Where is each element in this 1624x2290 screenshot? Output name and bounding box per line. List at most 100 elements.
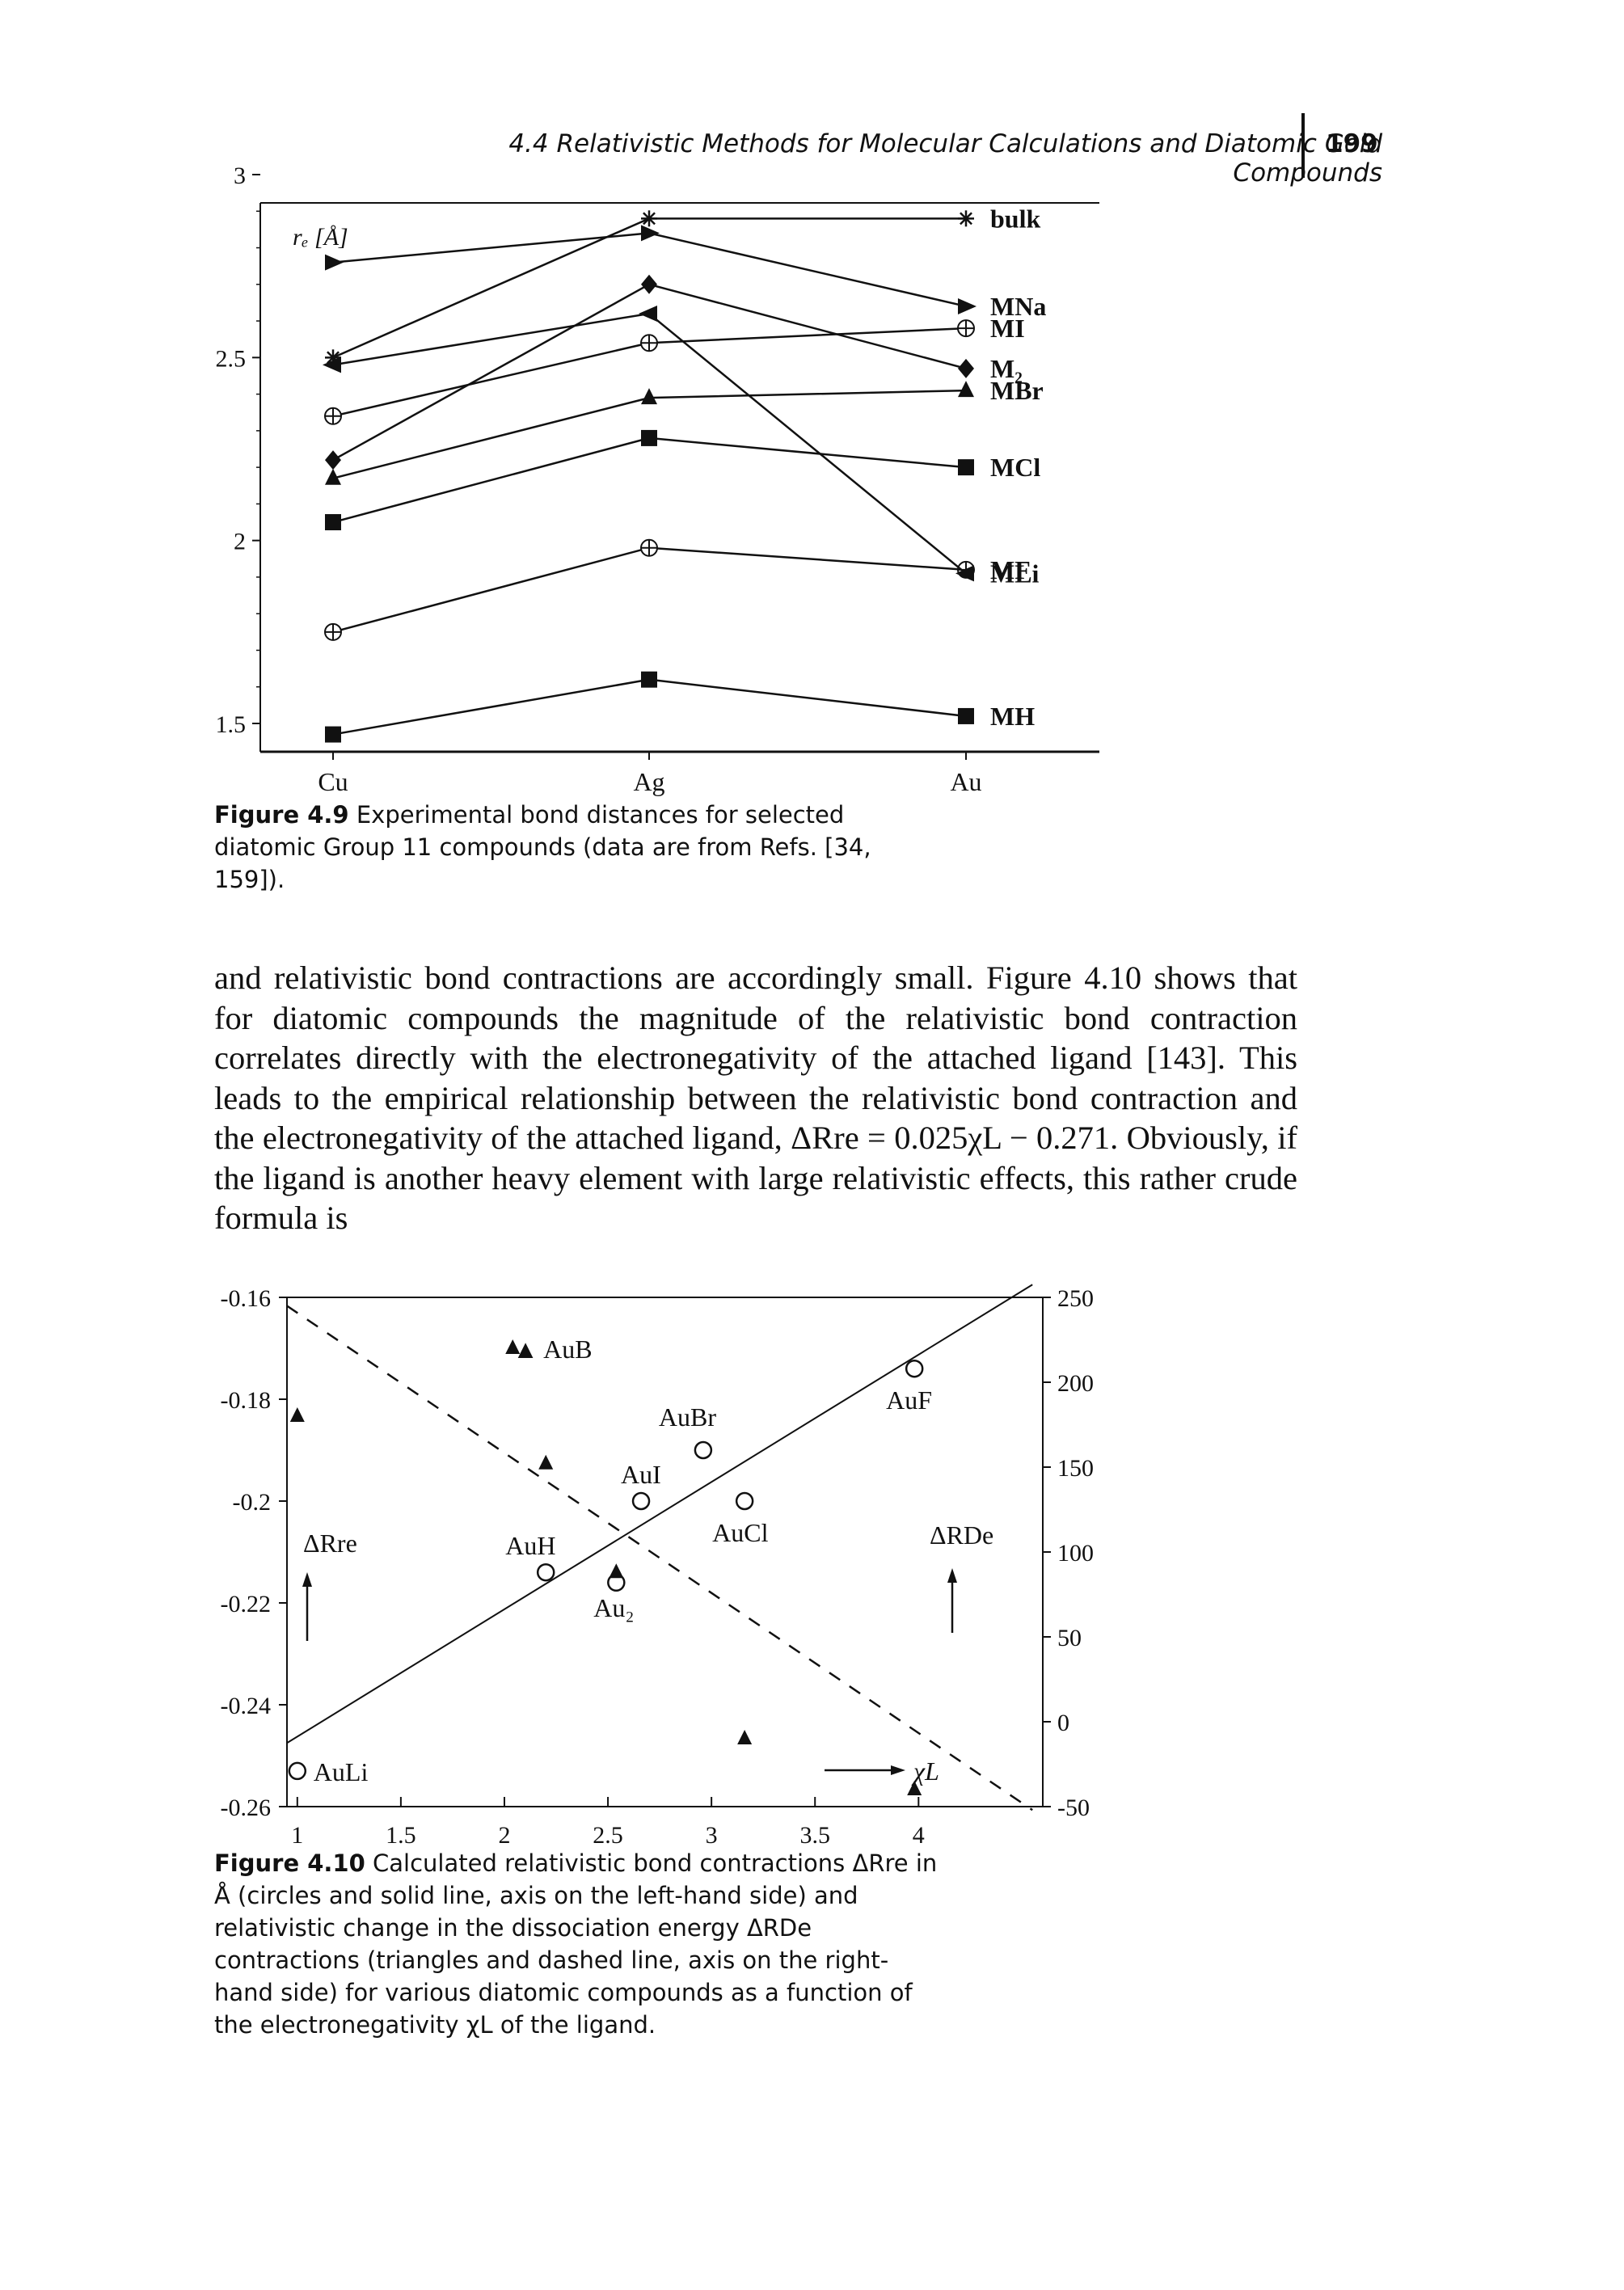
- label-auh: AuH: [505, 1531, 555, 1560]
- dissociation-energy-point-4: [737, 1730, 753, 1744]
- series-point: [958, 210, 974, 227]
- label-aubr: AuBr: [659, 1402, 716, 1432]
- dissociation-energy-point-2: [538, 1454, 554, 1470]
- x-tick-label: 3: [706, 1822, 718, 1849]
- figure-4-9-caption-text: Experimental bond distances for selected…: [214, 801, 871, 893]
- right-y-tick-label: 200: [1057, 1370, 1094, 1397]
- figure-4-10-chart: -0.26-0.24-0.22-0.2-0.18-0.16-5005010015…: [221, 1284, 1094, 1849]
- figure-4-10-caption: Figure 4.10 Calculated relativistic bond…: [214, 1847, 942, 2041]
- figure-4-10-series: [286, 1284, 1033, 1811]
- series-point: [958, 297, 977, 314]
- series-line-MF: [332, 546, 967, 634]
- x-tick-label: 3.5: [799, 1822, 830, 1849]
- series-point: [640, 538, 658, 557]
- bond-contraction-point-AuI: [631, 1491, 651, 1511]
- series-point: [641, 429, 657, 446]
- series-point: [958, 358, 974, 378]
- bond-contraction-point-AuF: [905, 1359, 924, 1378]
- right-y-tick-label: 100: [1057, 1540, 1094, 1567]
- figure-4-9-caption: Figure 4.9 Experimental bond distances f…: [214, 799, 926, 896]
- right-y-tick-label: 50: [1057, 1625, 1082, 1651]
- series-point: [641, 388, 657, 405]
- left-y-tick-label: -0.22: [221, 1591, 272, 1617]
- series-point: [641, 225, 660, 242]
- bond-contraction-point-AuH: [536, 1563, 555, 1582]
- series-point: [641, 274, 657, 294]
- series-point: [639, 306, 657, 323]
- legend-label-MBr: MBr: [990, 376, 1044, 405]
- page-number: 199: [1326, 129, 1378, 158]
- label-auf: AuF: [886, 1385, 932, 1415]
- dissociation-energy-point-1: [289, 1407, 305, 1422]
- dissociation-energy-fit-line: [286, 1305, 1033, 1811]
- right-y-tick-label: 0: [1057, 1710, 1069, 1736]
- x-axis-label: χL: [911, 1757, 939, 1786]
- right-y-tick-label: 250: [1057, 1285, 1094, 1312]
- series-point: [958, 707, 974, 724]
- body-paragraph: and relativistic bond contractions are a…: [214, 959, 1297, 1236]
- left-y-tick-label: -0.18: [221, 1387, 272, 1414]
- legend-label-bulk: bulk: [990, 204, 1040, 233]
- x-tick-label: 4: [913, 1822, 925, 1849]
- figure-4-9-axes: 1.5 2 2.5 3Cu Ag Au: [216, 162, 1099, 796]
- right-axis-arrowhead: [947, 1568, 957, 1583]
- label-aui: AuI: [621, 1460, 661, 1489]
- figure-4-10-caption-label: Figure 4.10: [214, 1849, 365, 1877]
- series-point: [958, 459, 974, 476]
- label-aucl: AuCl: [712, 1518, 768, 1547]
- y-tick-label: 1.5: [216, 711, 247, 738]
- legend-label-M₂: M₂: [990, 354, 1023, 383]
- series-point: [955, 565, 974, 582]
- series-point: [325, 254, 344, 271]
- bond-contraction-point-AuLi: [288, 1761, 307, 1781]
- series-point: [323, 356, 341, 373]
- x-tick-label: 2: [498, 1822, 510, 1849]
- dissociation-energy-point-3: [609, 1563, 624, 1579]
- x-tick-label: 2.5: [593, 1822, 623, 1849]
- series-point: [324, 622, 342, 641]
- y-tick-label: 2.5: [216, 345, 247, 372]
- legend-label-MH: MH: [990, 702, 1035, 731]
- right-y-tick-label: 150: [1057, 1455, 1094, 1482]
- y-tick-label: 2: [234, 529, 246, 555]
- x-tick-label-cu: Cu: [318, 767, 348, 796]
- left-y-tick-label: -0.16: [221, 1285, 272, 1312]
- label-aub: ▲ AuB: [513, 1335, 592, 1364]
- figure-4-9-series: [323, 210, 977, 743]
- label-au2: Au₂: [593, 1593, 634, 1622]
- bond-contraction-point-AuBr: [694, 1440, 713, 1460]
- right-axis-label: ΔRDe: [930, 1520, 993, 1550]
- bond-contraction-fit-line: [286, 1284, 1033, 1744]
- y-tick-label: 3: [234, 162, 246, 189]
- left-y-tick-label: -0.26: [221, 1794, 272, 1821]
- legend-label-MCl: MCl: [990, 453, 1040, 482]
- dissociation-energy-point-5: [907, 1781, 922, 1795]
- series-point: [324, 407, 342, 425]
- series-point: [325, 514, 341, 531]
- figure-4-9-caption-label: Figure 4.9: [214, 801, 349, 829]
- series-line-MNa: [332, 232, 967, 308]
- x-tick-label-ag: Ag: [633, 767, 664, 796]
- series-point: [641, 671, 657, 688]
- plot-frame: [286, 1297, 1044, 1807]
- x-tick-label: 1.5: [386, 1822, 415, 1849]
- series-point: [957, 319, 975, 338]
- series-point: [641, 210, 657, 227]
- series-point: [640, 334, 658, 352]
- series-line-MCl: [332, 436, 967, 524]
- figure-4-10-caption-text: Calculated relativistic bond contraction…: [214, 1849, 938, 2039]
- series-point: [325, 450, 341, 470]
- left-axis-arrowhead: [302, 1572, 312, 1587]
- series-point: [958, 381, 974, 398]
- x-tick-label: 1: [291, 1822, 303, 1849]
- x-tick-label-au: Au: [950, 767, 981, 796]
- figure-4-10-axes: -0.26-0.24-0.22-0.2-0.18-0.16-5005010015…: [221, 1285, 1095, 1849]
- x-axis-arrowhead: [891, 1765, 905, 1775]
- dissociation-energy-point-AuB: [505, 1339, 521, 1354]
- legend-label-MNa: MNa: [990, 292, 1046, 321]
- left-y-tick-label: -0.24: [221, 1693, 272, 1719]
